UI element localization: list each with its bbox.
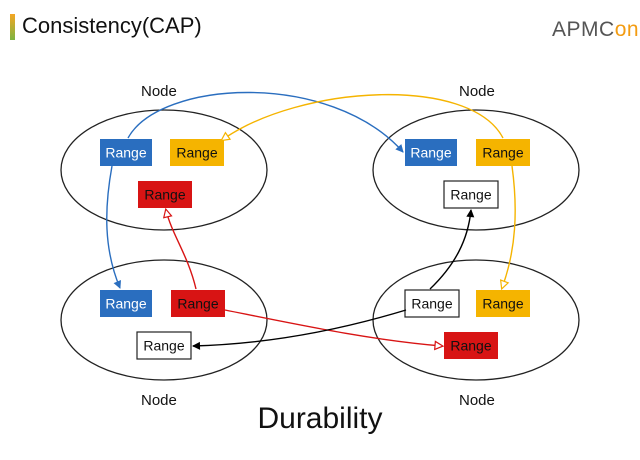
arrow-yellow-to-bottom-right bbox=[502, 165, 516, 288]
node-top-right bbox=[372, 109, 580, 231]
range-white-bottom-right: Range bbox=[404, 289, 460, 318]
range-label: Range bbox=[482, 296, 523, 312]
page-title: Consistency(CAP) bbox=[22, 13, 202, 38]
title-accent-bar bbox=[10, 14, 15, 40]
range-yellow-bottom-right: Range bbox=[476, 290, 530, 317]
caption-durability: Durability bbox=[257, 402, 383, 435]
arrow-black-to-top-right bbox=[429, 209, 475, 290]
logo: APMCon bbox=[552, 18, 639, 42]
range-yellow-top-left: Range bbox=[170, 139, 224, 166]
range-blue-top-right: Range bbox=[405, 139, 457, 166]
node-label-top-left: Node bbox=[141, 83, 177, 100]
range-yellow-top-right: Range bbox=[476, 139, 530, 166]
arrow-black-to-bottom-left bbox=[192, 309, 407, 350]
range-label: Range bbox=[105, 145, 146, 161]
range-label: Range bbox=[450, 187, 491, 203]
range-red-top-left: Range bbox=[138, 181, 192, 208]
node-bottom-left bbox=[60, 259, 268, 381]
range-label: Range bbox=[482, 145, 523, 161]
logo-text-accent: on bbox=[614, 18, 640, 41]
logo-text: APMC bbox=[552, 18, 615, 41]
range-red-bottom-right: Range bbox=[444, 332, 498, 359]
range-label: Range bbox=[105, 296, 146, 312]
range-blue-bottom-left: Range bbox=[100, 290, 152, 317]
node-label-bottom-left: Node bbox=[141, 392, 177, 409]
range-white-bottom-left: Range bbox=[136, 331, 192, 360]
range-white-top-right: Range bbox=[443, 180, 499, 209]
range-red-bottom-left: Range bbox=[171, 290, 225, 317]
arrow-red-to-top-left bbox=[166, 210, 197, 290]
range-label: Range bbox=[144, 187, 185, 203]
arrow-red-to-bottom-right bbox=[224, 309, 442, 346]
arrow-yellow-to-top-left bbox=[222, 93, 504, 140]
range-label: Range bbox=[176, 145, 217, 161]
node-top-left bbox=[60, 109, 268, 231]
node-bottom-right bbox=[372, 259, 580, 381]
arrow-blue-to-top-right bbox=[127, 91, 404, 153]
range-label: Range bbox=[450, 338, 491, 354]
range-label: Range bbox=[411, 296, 452, 312]
node-label-top-right: Node bbox=[459, 83, 495, 100]
arrow-blue-to-bottom-left bbox=[106, 165, 121, 289]
node-label-bottom-right: Node bbox=[459, 392, 495, 409]
range-label: Range bbox=[177, 296, 218, 312]
range-label: Range bbox=[410, 145, 451, 161]
range-blue-top-left: Range bbox=[100, 139, 152, 166]
range-label: Range bbox=[143, 338, 184, 354]
